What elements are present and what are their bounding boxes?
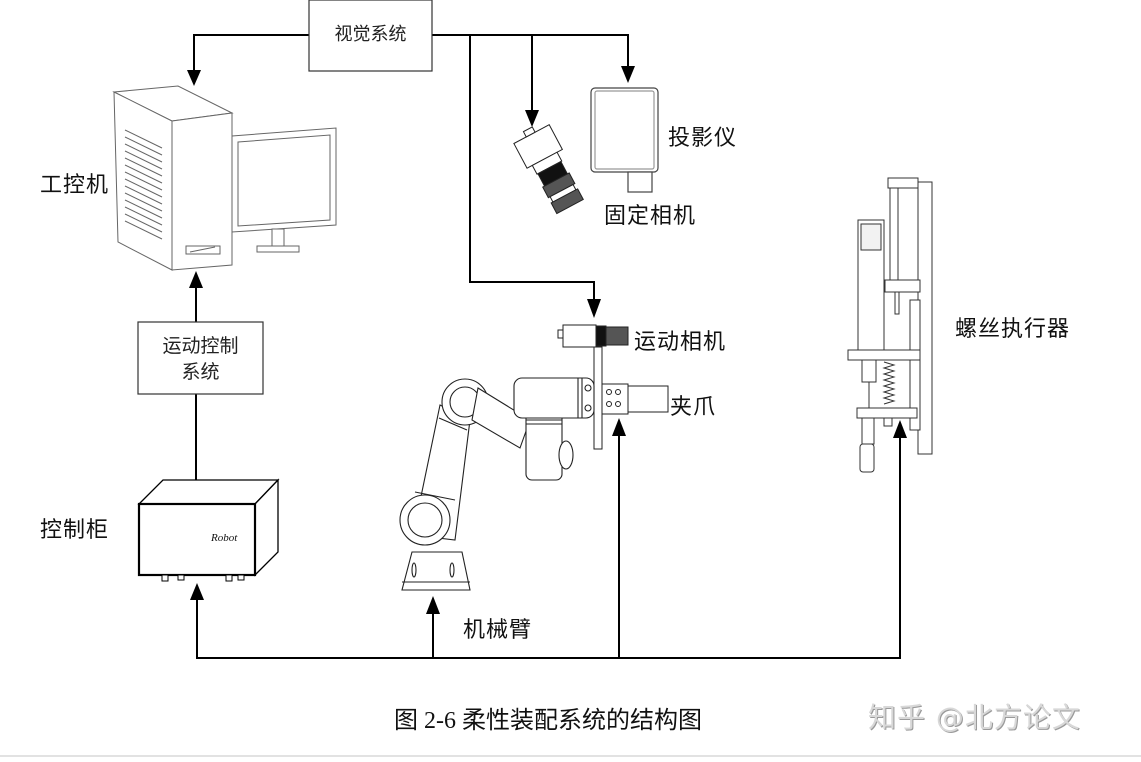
motion-control-box [137,321,264,395]
ipc-label: 工控机 [40,173,110,198]
connection-lines [187,34,907,659]
screw-actuator-illustration [847,177,933,473]
vision-system-box [308,0,433,72]
arrow-head-gripper [612,418,626,436]
edge-vision-to-motion-camera [469,35,595,300]
projector-label: 投影仪 [668,126,738,151]
control-cabinet-label: 控制柜 [40,518,110,543]
motion-control-label-line1: 运动控制 [162,335,239,357]
spring [882,361,896,405]
tower-front [171,112,233,271]
cabinet-feet [161,574,245,582]
arrow-head-screw-actuator [893,420,907,438]
tower-vents [124,129,163,240]
edge-vision-to-projector [432,34,629,68]
arrow-head-projector [621,66,635,83]
screw-actuator-label: 螺丝执行器 [955,317,1071,342]
vision-system-label: 视觉系统 [334,24,407,45]
robot-arm-label: 机械臂 [463,618,533,643]
cabinet-brand-text: Robot [211,532,238,544]
gripper-label: 夹爪 [670,395,717,420]
bus-line [196,438,901,659]
ipc-illustration [112,85,337,271]
monitor-frame [231,127,337,233]
motion-control-label: 运动控制 系统 [138,333,263,385]
projector-illustration [590,87,659,193]
arrow-head-ipc-bottom [189,271,203,288]
figure-caption: 图 2-6 柔性装配系统的结构图 [394,708,702,734]
fixed-camera-label: 固定相机 [604,204,697,229]
arrow-head-cabinet [190,583,204,600]
control-cabinet-illustration [137,478,280,582]
arrow-head-robot-arm [426,596,440,614]
robot-arm-illustration [399,377,595,591]
motion-camera-illustration [557,324,629,450]
arrow-head-ipc [187,70,201,86]
motion-camera-label: 运动相机 [634,330,727,355]
motion-control-label-line2: 系统 [181,361,220,383]
arrow-head-motion-camera [587,299,601,318]
arrow-head-fixed-camera [525,110,539,127]
watermark: 知乎 @北方论文 [868,701,1081,734]
bottom-divider [0,755,1141,757]
edge-vision-to-ipc [193,34,309,72]
gripper-illustration [601,383,669,415]
fixed-camera-illustration [513,124,584,215]
